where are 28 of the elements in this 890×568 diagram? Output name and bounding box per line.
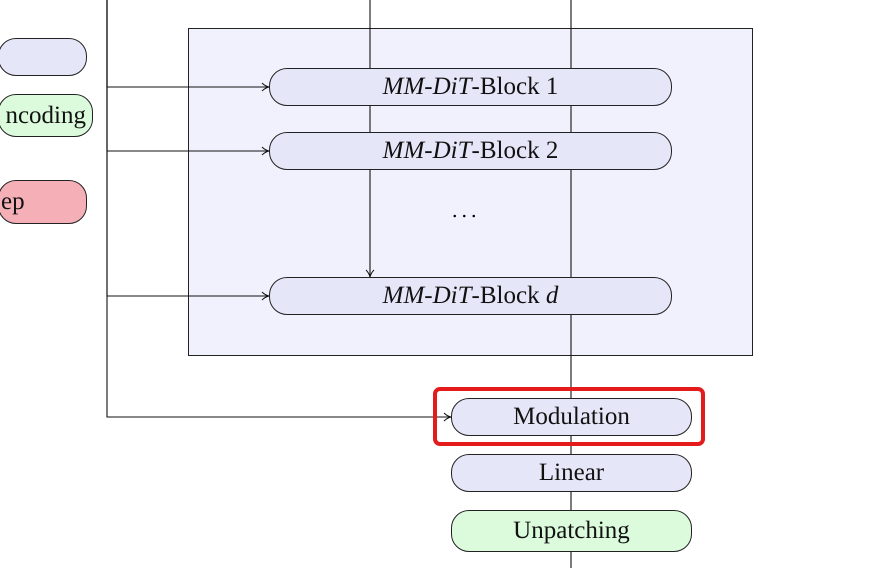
node-label: Unpatching (513, 517, 630, 545)
block-box (269, 132, 672, 170)
connector-line (570, 492, 572, 510)
connector-line (570, 0, 572, 68)
node-label: ep (1, 188, 25, 216)
node-label: MM-DiT-Block 2 (382, 137, 558, 165)
node-label: ncoding (5, 102, 86, 130)
modulation-box (451, 398, 692, 436)
connector-line (570, 170, 572, 277)
connector-line (570, 436, 572, 454)
node-label: MM-DiT-Block d (382, 282, 558, 310)
block-group-frame (188, 28, 753, 356)
connector-line (369, 106, 371, 132)
connector-line (570, 315, 572, 398)
linear-box (451, 454, 692, 492)
node-label: MM-DiT-Block 1 (382, 73, 558, 101)
node-label: Linear (538, 459, 604, 487)
unpatching-box (451, 510, 692, 552)
block-box (269, 277, 672, 315)
ellipsis-text: ... (452, 197, 480, 223)
timestep-box (0, 180, 87, 224)
input-box (0, 38, 87, 76)
connector-line (369, 0, 371, 68)
connector-line (570, 552, 572, 568)
connector-line (570, 106, 572, 132)
block-box (269, 68, 672, 106)
encoding-box (0, 94, 93, 137)
node-label: Modulation (513, 403, 630, 431)
